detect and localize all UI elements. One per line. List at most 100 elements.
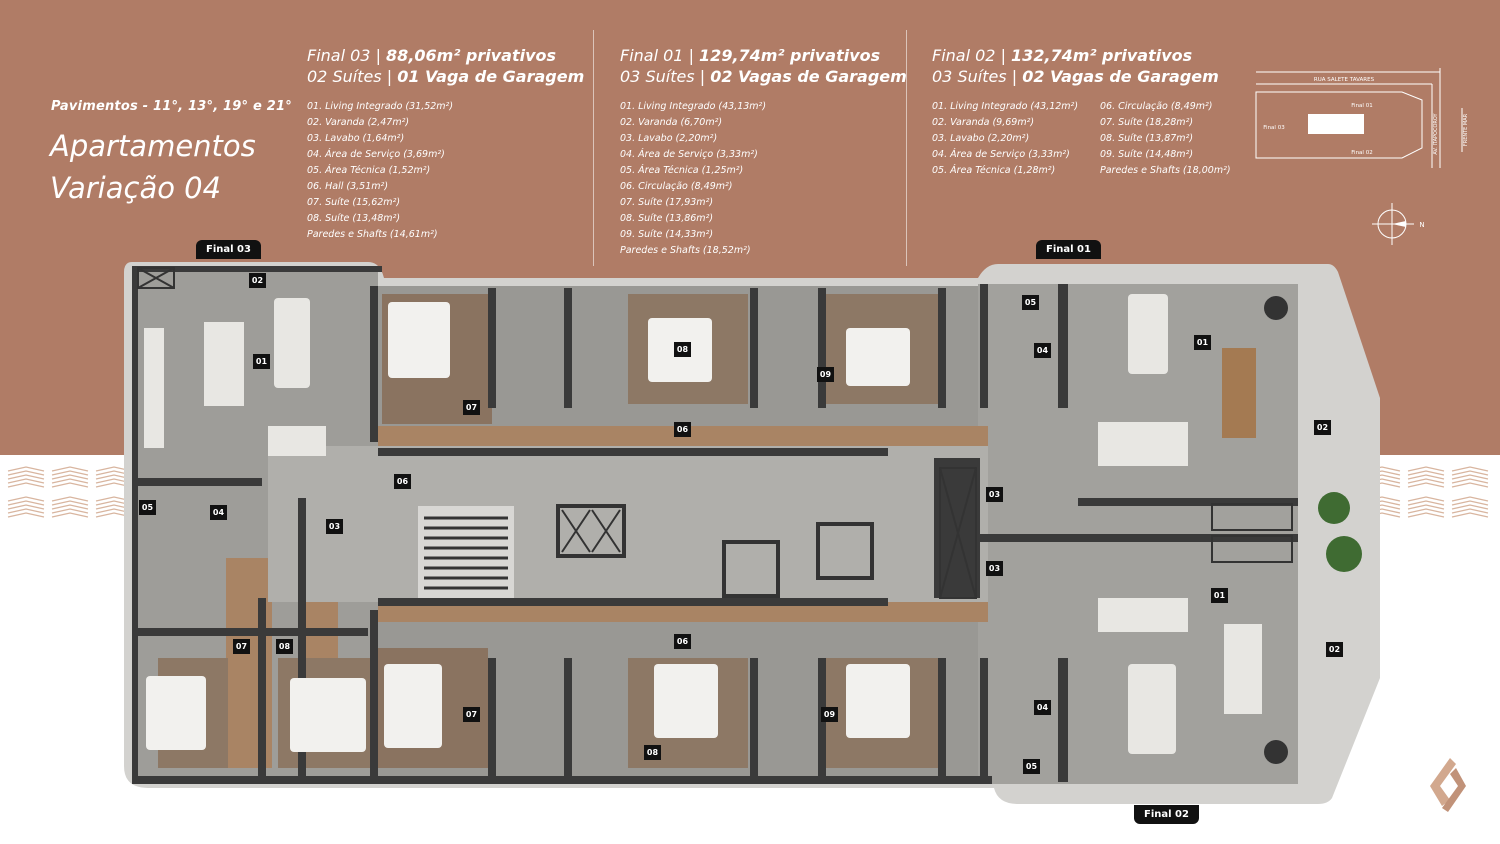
room-label-04: 04 [1034, 343, 1051, 358]
list-item: 05. Área Técnica (1,28m²) [932, 165, 1056, 176]
room-label-01: 01 [1194, 335, 1211, 350]
room-list: 01. Living Integrado (43,13m²) 02. Varan… [620, 99, 907, 259]
site-plan-drawing: RUA SALETE TAVARES Final 01 Final 03 Fin… [1255, 68, 1469, 168]
unit-area: 132,74m² privativos [1011, 46, 1193, 65]
list-item: 06. Hall (3,51m²) [307, 181, 389, 192]
room-label-01: 01 [1211, 588, 1228, 603]
unit-final-02-info: Final 02 | 132,74m² privativos 03 Suítes… [932, 45, 1268, 179]
list-item: 02. Varanda (2,47m²) [307, 117, 410, 128]
list-item: 02. Varanda (9,69m²) [932, 117, 1035, 128]
room-label-05: 05 [139, 500, 156, 515]
unit-final-03-info: Final 03 | 88,06m² privativos 02 Suítes … [307, 45, 584, 243]
tag-final-01: Final 01 [1036, 240, 1101, 259]
unit-name: Final 03 [307, 46, 371, 65]
room-label-07: 07 [233, 639, 250, 654]
unit-garage: 02 Vagas de Garagem [1022, 67, 1219, 86]
room-label-01: 01 [253, 354, 270, 369]
tag-final-02: Final 02 [1134, 805, 1199, 824]
room-label-04: 04 [210, 505, 227, 520]
room-label-08: 08 [276, 639, 293, 654]
compass-icon: N [1372, 203, 1425, 245]
room-label-03: 03 [986, 561, 1003, 576]
room-label-02: 02 [249, 273, 266, 288]
list-item: 07. Suíte (17,93m²) [620, 197, 714, 208]
floor-plan-drawing [124, 262, 1380, 804]
list-item: 09. Suíte (14,48m²) [1100, 149, 1194, 160]
compass-north: N [1419, 221, 1424, 229]
room-list-columns: 01. Living Integrado (43,12m²) 02. Varan… [932, 87, 1268, 179]
room-label-09: 09 [821, 707, 838, 722]
street-top-label: RUA SALETE TAVARES [1314, 77, 1375, 83]
list-item: 08. Suíte (13,48m²) [307, 213, 401, 224]
list-item: 09. Suíte (14,33m²) [620, 229, 714, 240]
unit-garage: 01 Vaga de Garagem [397, 67, 585, 86]
unit-final-03-heading-1: Final 03 | 88,06m² privativos [307, 46, 557, 65]
room-label-07: 07 [463, 400, 480, 415]
list-item: 01. Living Integrado (43,12m²) [932, 101, 1079, 112]
room-label-03: 03 [986, 487, 1003, 502]
title-line-2: Variação 04 [50, 171, 222, 205]
column-divider [906, 30, 907, 266]
wave-pattern-right [1363, 466, 1489, 518]
list-item: 02. Varanda (6,70m²) [620, 117, 723, 128]
site-plan: RUA SALETE TAVARES Final 01 Final 03 Fin… [1252, 64, 1474, 174]
list-item: 07. Suíte (15,62m²) [307, 197, 401, 208]
tag-final-03: Final 03 [196, 240, 261, 259]
unit-final-03-heading-2: 02 Suítes | 01 Vaga de Garagem [307, 67, 585, 86]
list-item: 07. Suíte (18,28m²) [1100, 117, 1194, 128]
list-item: 03. Lavabo (2,20m²) [620, 133, 718, 144]
room-label-05: 05 [1022, 295, 1039, 310]
unit-name: Final 01 [620, 46, 684, 65]
list-item: 04. Área de Serviço (3,33m²) [620, 149, 758, 160]
room-label-06: 06 [674, 634, 691, 649]
unit-area: 129,74m² privativos [699, 46, 881, 65]
floor-plan [118, 258, 1380, 804]
list-item: Paredes e Shafts (14,61m²) [307, 229, 438, 240]
room-label-08: 08 [644, 745, 661, 760]
page-title: Apartamentos Variação 04 [50, 125, 256, 209]
room-list: 01. Living Integrado (43,12m²) 02. Varan… [932, 99, 1100, 179]
unit-name: Final 02 [932, 46, 996, 65]
room-label-09: 09 [817, 367, 834, 382]
room-label-05: 05 [1023, 759, 1040, 774]
list-item: 05. Área Técnica (1,25m²) [620, 165, 744, 176]
unit-final-01-heading-1: Final 01 | 129,74m² privativos [620, 46, 881, 65]
brand-logo-icon [1430, 758, 1466, 812]
room-list: 01. Living Integrado (31,52m²) 02. Varan… [307, 99, 584, 243]
room-label-08: 08 [674, 342, 691, 357]
room-label-03: 03 [326, 519, 343, 534]
unit-garage: 02 Vagas de Garagem [710, 67, 907, 86]
unit-final-02-heading-1: Final 02 | 132,74m² privativos [932, 46, 1193, 65]
site-final-01: Final 01 [1351, 103, 1372, 109]
site-final-02: Final 02 [1351, 150, 1372, 156]
list-item: 04. Área de Serviço (3,69m²) [307, 149, 445, 160]
unit-final-01-info: Final 01 | 129,74m² privativos 03 Suítes… [620, 45, 907, 259]
floors-label: Pavimentos - 11°, 13°, 19° e 21° [51, 99, 292, 114]
list-item: 04. Área de Serviço (3,33m²) [932, 149, 1070, 160]
column-divider [593, 30, 594, 266]
list-item: 03. Lavabo (2,20m²) [932, 133, 1030, 144]
room-label-06: 06 [394, 474, 411, 489]
list-item: Paredes e Shafts (18,52m²) [620, 245, 751, 256]
list-item: 01. Living Integrado (31,52m²) [307, 101, 454, 112]
sea-front-label: FRENTE MAR [1463, 113, 1469, 146]
room-label-04: 04 [1034, 700, 1051, 715]
unit-final-01-heading-2: 03 Suítes | 02 Vagas de Garagem [620, 67, 907, 86]
room-label-07: 07 [463, 707, 480, 722]
unit-suites: 02 Suítes [307, 67, 382, 86]
wave-pattern-left [7, 466, 133, 518]
list-item: 03. Lavabo (1,64m²) [307, 133, 405, 144]
list-item: 01. Living Integrado (43,13m²) [620, 101, 767, 112]
room-label-02: 02 [1326, 642, 1343, 657]
unit-final-02-heading-2: 03 Suítes | 02 Vagas de Garagem [932, 67, 1219, 86]
street-side-label: AV. ITAPOCOROY [1433, 112, 1439, 154]
list-item: Paredes e Shafts (18,00m²) [1100, 165, 1231, 176]
room-label-02: 02 [1314, 420, 1331, 435]
list-item: 08. Suíte (13,86m²) [620, 213, 714, 224]
room-label-06: 06 [674, 422, 691, 437]
site-final-03: Final 03 [1263, 125, 1285, 131]
list-item: 06. Circulação (8,49m²) [620, 181, 733, 192]
unit-suites: 03 Suítes [620, 67, 695, 86]
room-list: 06. Circulação (8,49m²) 07. Suíte (18,28… [1100, 99, 1268, 179]
unit-suites: 03 Suítes [932, 67, 1007, 86]
